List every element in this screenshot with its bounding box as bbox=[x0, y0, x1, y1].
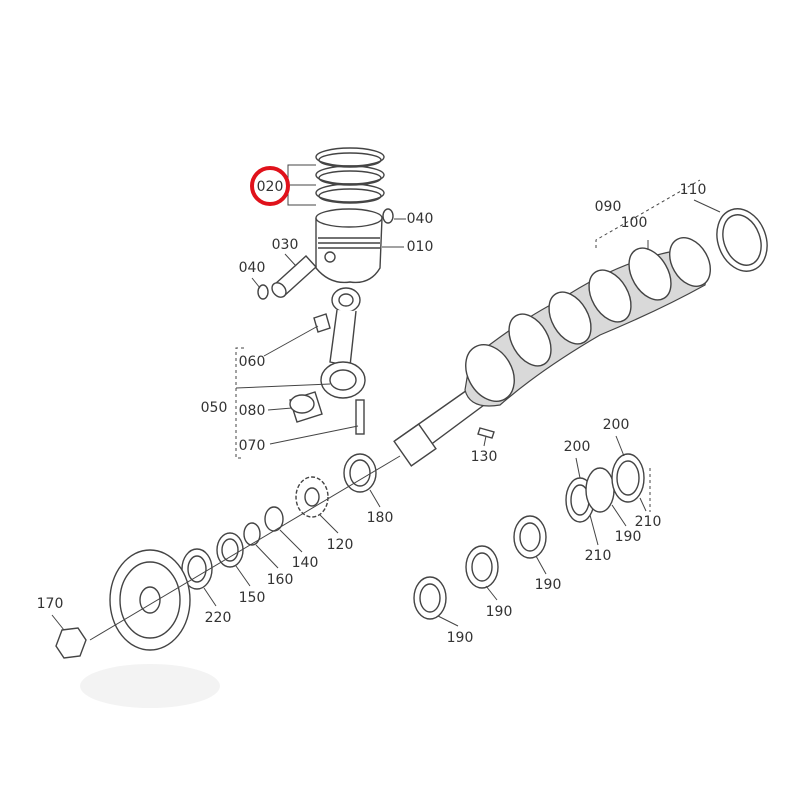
label-conrod-bolt[interactable]: 070 bbox=[239, 438, 266, 454]
piston-rings bbox=[315, 147, 385, 204]
connecting-rod bbox=[313, 287, 366, 435]
label-crank-gear[interactable]: 120 bbox=[327, 537, 354, 553]
circlip-right bbox=[382, 208, 394, 224]
label-circlip-right[interactable]: 040 bbox=[407, 211, 434, 227]
main-bearings bbox=[413, 453, 645, 620]
piston bbox=[315, 208, 383, 284]
label-main-bearing-190b[interactable]: 190 bbox=[535, 577, 562, 593]
label-main-bearing-190a[interactable]: 190 bbox=[615, 529, 642, 545]
label-piston[interactable]: 010 bbox=[407, 239, 434, 255]
crank-gear bbox=[295, 476, 329, 518]
label-circlip-left[interactable]: 040 bbox=[239, 260, 266, 276]
collar-150 bbox=[216, 532, 244, 568]
label-small-end-bushing[interactable]: 060 bbox=[239, 354, 266, 370]
label-feather-key[interactable]: 130 bbox=[471, 449, 498, 465]
label-crank-bushing[interactable]: 110 bbox=[680, 182, 707, 198]
crankpin-bearing bbox=[289, 391, 323, 423]
crank-pulley bbox=[109, 549, 191, 651]
bushing-180 bbox=[343, 453, 377, 493]
label-collar-150[interactable]: 150 bbox=[239, 590, 266, 606]
label-side-bearing-210a[interactable]: 210 bbox=[635, 514, 662, 530]
feather-key bbox=[477, 427, 495, 439]
collar-220 bbox=[181, 548, 213, 590]
label-side-bearing-210b[interactable]: 210 bbox=[585, 548, 612, 564]
label-piston-pin[interactable]: 030 bbox=[272, 237, 299, 253]
label-piston-ring[interactable]: 020 bbox=[257, 179, 284, 195]
label-crankshaft-key[interactable]: 100 bbox=[621, 215, 648, 231]
label-collar-160[interactable]: 160 bbox=[267, 572, 294, 588]
label-crankshaft-group[interactable]: 090 bbox=[595, 199, 622, 215]
label-pulley-nut[interactable]: 170 bbox=[37, 596, 64, 612]
label-thrust-washer-lower[interactable]: 200 bbox=[564, 439, 591, 455]
label-main-bearing-190c[interactable]: 190 bbox=[486, 604, 513, 620]
label-collar-220[interactable]: 220 bbox=[205, 610, 232, 626]
label-connecting-rod-group[interactable]: 050 bbox=[201, 400, 228, 416]
label-bushing-180[interactable]: 180 bbox=[367, 510, 394, 526]
highlight-circle bbox=[250, 166, 290, 206]
label-o-ring-140[interactable]: 140 bbox=[292, 555, 319, 571]
leader-lines bbox=[51, 199, 721, 631]
blurred-area bbox=[80, 664, 220, 708]
label-crankpin-bearing[interactable]: 080 bbox=[239, 403, 266, 419]
label-main-bearing-190d[interactable]: 190 bbox=[447, 630, 474, 646]
crankshaft bbox=[393, 237, 711, 467]
pulley-nut bbox=[55, 627, 87, 659]
circlip-left bbox=[257, 284, 269, 300]
label-thrust-washer-upper[interactable]: 200 bbox=[603, 417, 630, 433]
crank-bushing bbox=[716, 208, 768, 272]
collar-160 bbox=[243, 522, 261, 546]
